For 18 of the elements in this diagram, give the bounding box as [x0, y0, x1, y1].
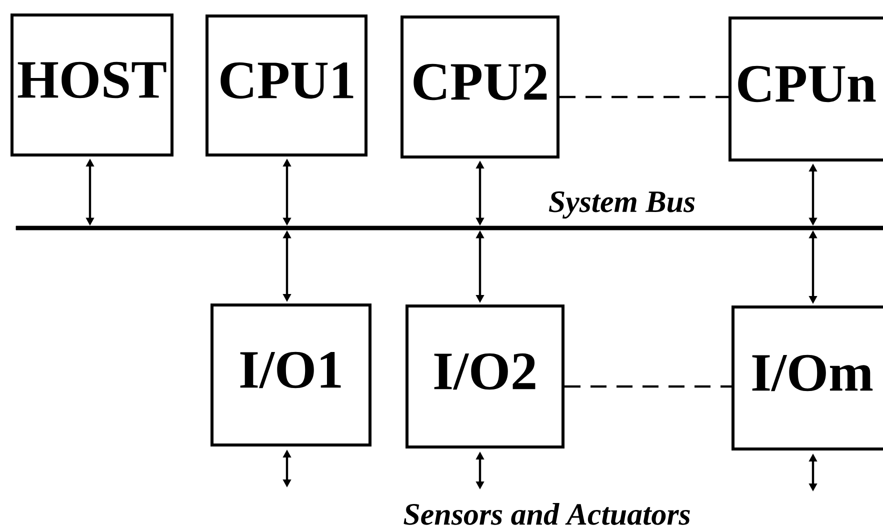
component-box [206, 14, 368, 156]
component-box [210, 304, 372, 446]
component-box [400, 16, 560, 158]
box-label: I/O1 [240, 352, 341, 388]
component-box [728, 16, 883, 162]
component-box [732, 306, 883, 450]
dashed-line [564, 385, 732, 388]
box-label: CPU1 [220, 62, 354, 99]
component-box [10, 14, 174, 156]
box-label: CPUn [738, 66, 876, 102]
dashed-line [560, 96, 728, 98]
box-label: I/O2 [434, 353, 536, 390]
box-label: HOST [18, 62, 166, 98]
bus-label: System Bus [548, 191, 695, 219]
box-label: I/Om [752, 354, 873, 392]
component-box [406, 304, 564, 448]
box-label: CPU2 [414, 64, 547, 100]
caption: Sensors and Actuators [404, 503, 690, 525]
